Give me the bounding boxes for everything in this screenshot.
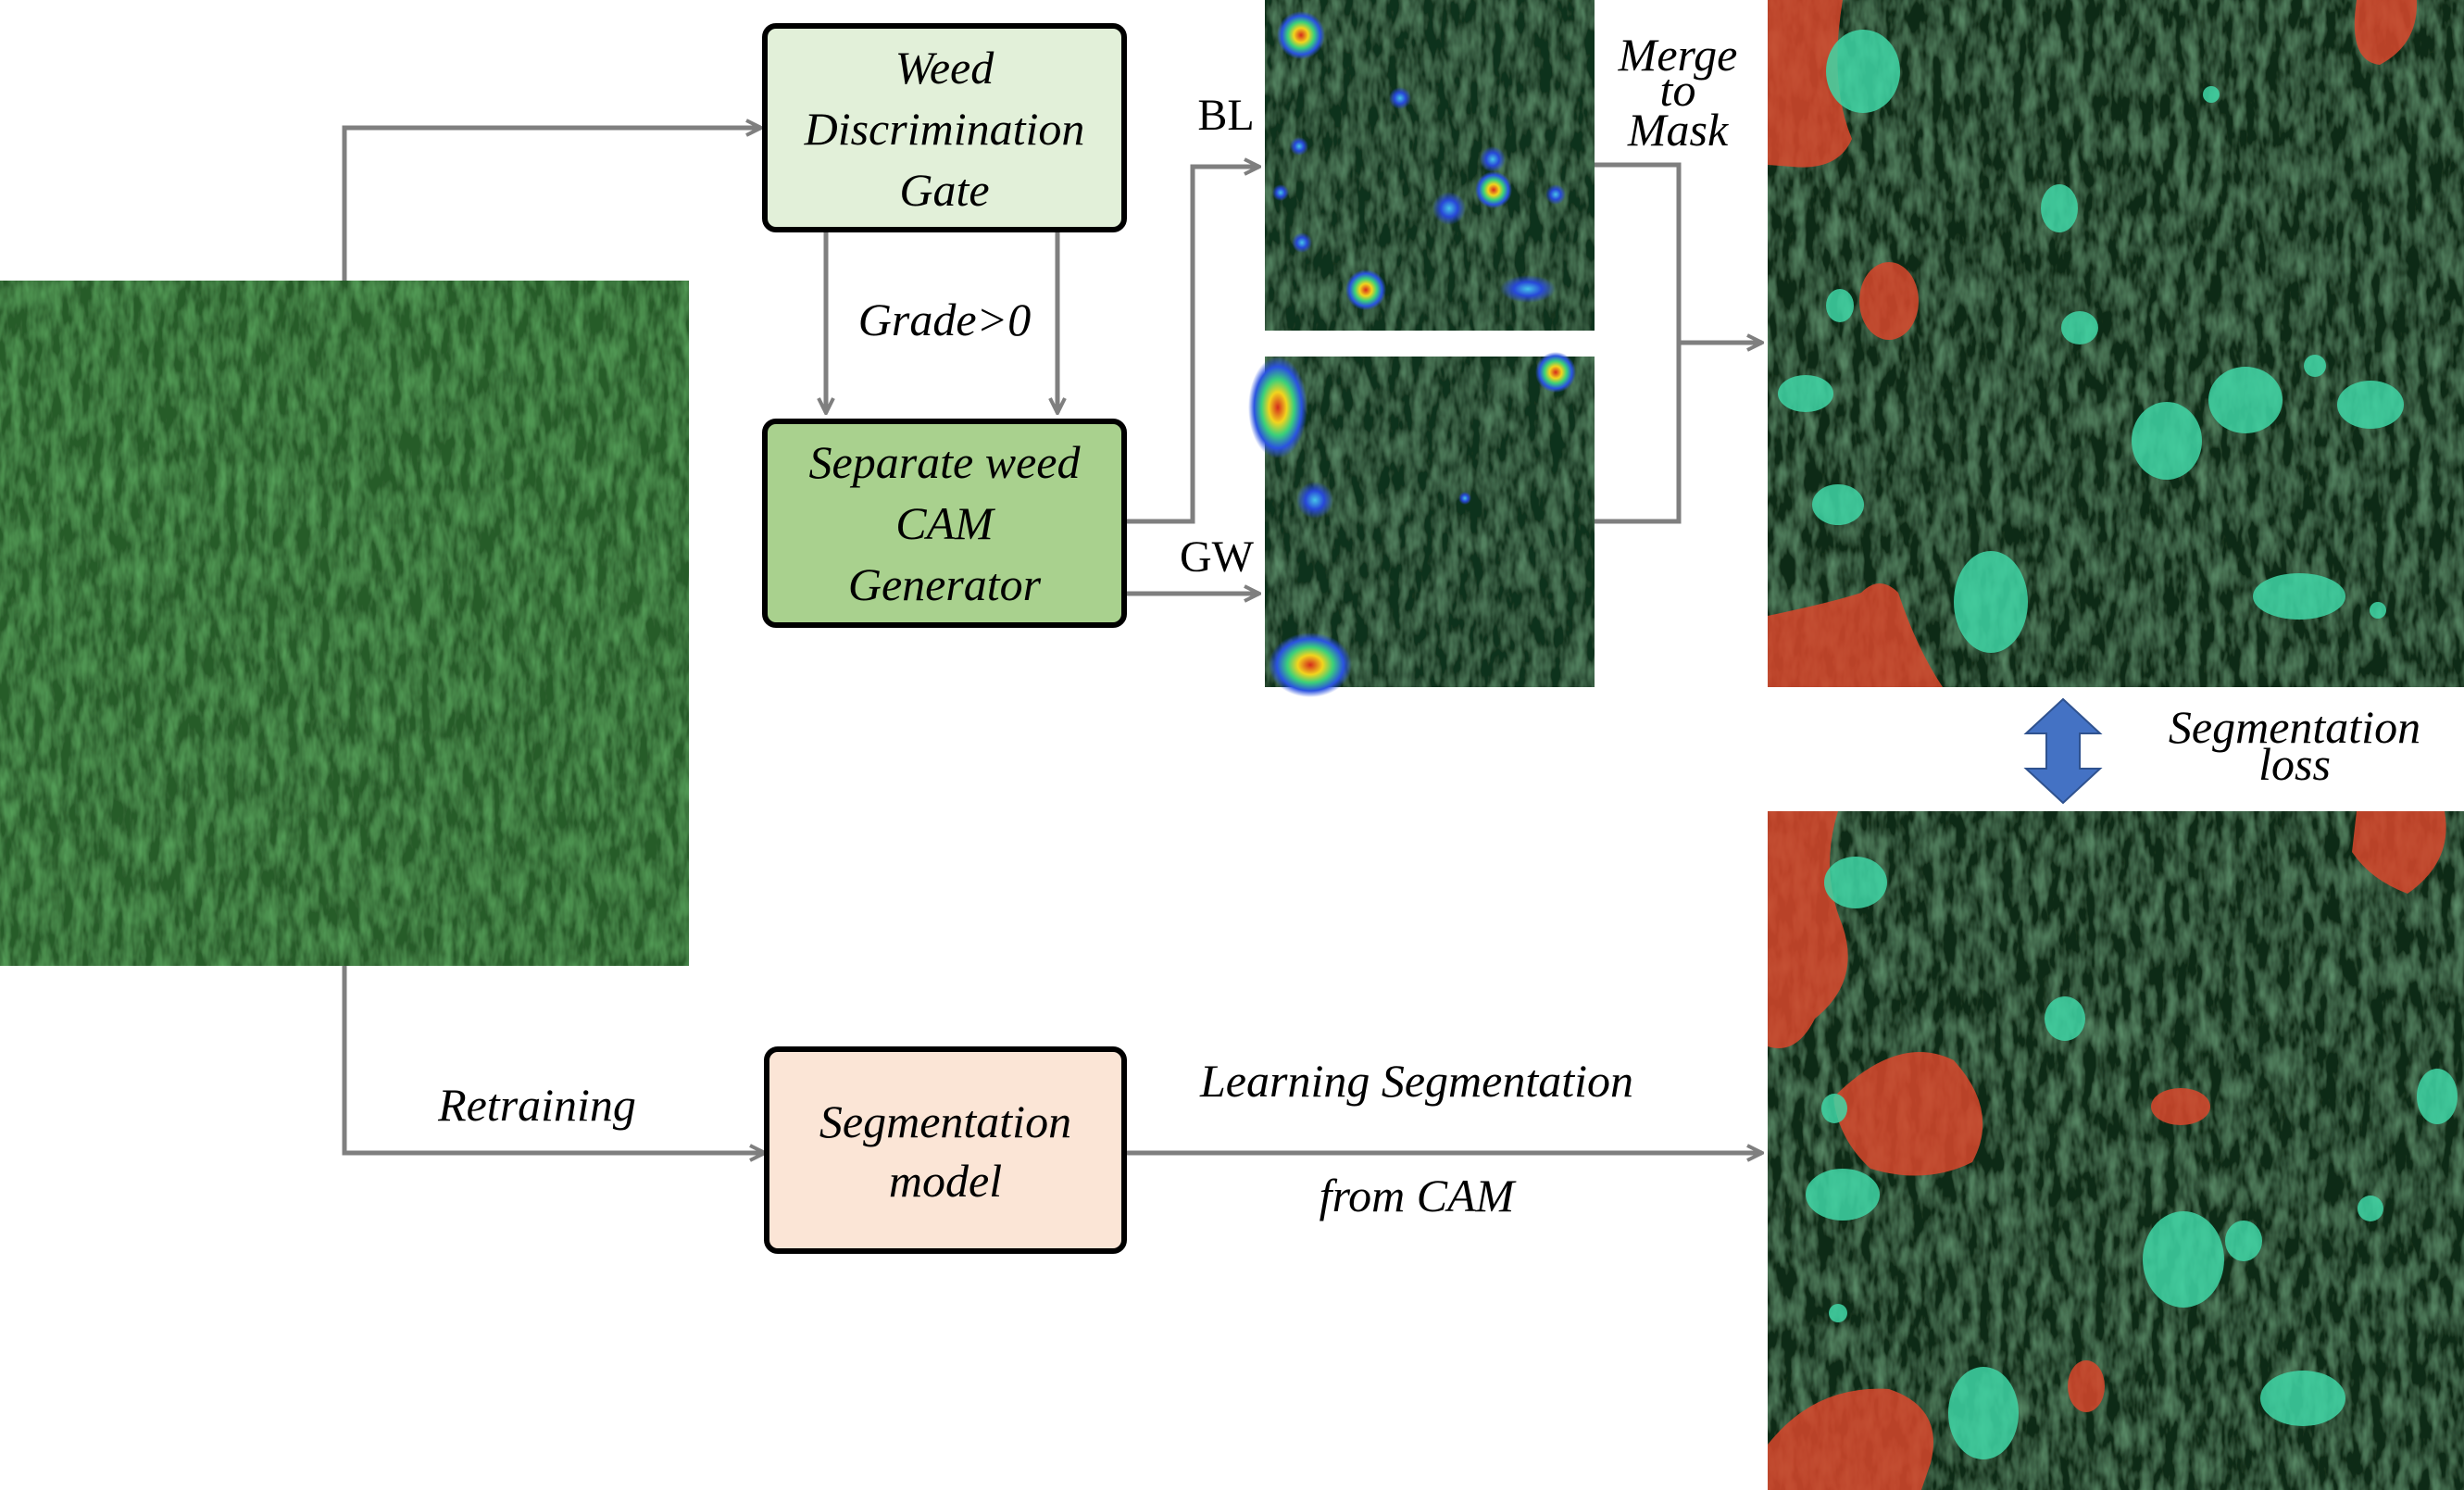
segmentation-output-image [1768, 811, 2464, 1490]
bl-hotspot [1292, 232, 1312, 253]
teal-weed-region [2203, 86, 2220, 103]
teal-weed-region [1829, 1304, 1847, 1322]
input-grass-base [0, 281, 689, 966]
bl-hotspot [1500, 275, 1556, 303]
pseudo-mask-image [1768, 0, 2464, 687]
grade-condition-label: Grade>0 [858, 294, 1032, 345]
bl-hotspot [1272, 184, 1289, 201]
teal-weed-region [1826, 30, 1900, 113]
bl-hotspot [1290, 137, 1308, 156]
bl-hotspot [1545, 184, 1566, 205]
gw-cam-heatmap [1248, 352, 1595, 697]
teal-weed-region [2225, 1221, 2262, 1261]
weed-discrimination-gate-box: Weed Discrimination Gate [762, 23, 1127, 232]
segmentation-model-rect [764, 1046, 1127, 1254]
teal-weed-region [1806, 1169, 1880, 1221]
segmentation-model-box: Segmentation model [764, 1046, 1127, 1254]
cam-generator-box: Separate weed CAM Generator [762, 419, 1127, 628]
bl-hotspot [1277, 11, 1325, 59]
gw-hotspot [1296, 482, 1333, 519]
bl-hotspot [1389, 87, 1411, 109]
bl-cam-heatmap [1265, 0, 1595, 331]
segmentation-loss-line-2: loss [2258, 738, 2331, 790]
red-weed-region [1768, 583, 1943, 687]
gate-box-rect [762, 23, 1127, 232]
gw-label: GW [1180, 532, 1255, 582]
teal-weed-region [2358, 1196, 2383, 1221]
red-weed-region [2352, 811, 2446, 894]
gw-hotspot [1248, 357, 1307, 458]
red-weed-region [1859, 262, 1919, 340]
teal-weed-region [1812, 484, 1864, 525]
pseudo-mask-base [1768, 0, 2464, 687]
teal-weed-region [2143, 1211, 2224, 1308]
from-cam-label: from CAM [1320, 1170, 1517, 1221]
gw-hotspot [1535, 352, 1576, 393]
red-weed-region [2151, 1088, 2210, 1125]
input-grass-image [0, 281, 689, 966]
bl-heatmap-base [1265, 0, 1595, 331]
teal-weed-region [2417, 1069, 2458, 1124]
teal-weed-region [1826, 289, 1854, 322]
bl-hotspot [1345, 269, 1386, 310]
input-grass-highlight [0, 281, 689, 966]
red-weed-region [2354, 0, 2418, 65]
gate-label-line-2: Discrimination [804, 103, 1085, 155]
arrow-input-to-gate [342, 128, 761, 281]
teal-weed-region [1954, 551, 2028, 653]
red-weed-region [1768, 1388, 1933, 1490]
learning-segmentation-label: Learning Segmentation [1199, 1055, 1633, 1107]
red-weed-region [1768, 0, 1852, 168]
segmentation-model-line-2: model [889, 1155, 1002, 1207]
cam-label-line-1: Separate weed [809, 436, 1082, 488]
merge-label-line-3: Mask [1627, 104, 1729, 156]
bl-hotspot [1480, 146, 1506, 172]
teal-weed-region [1778, 375, 1833, 412]
teal-weed-region [1824, 857, 1887, 908]
gw-hotspot [1458, 492, 1471, 505]
teal-weed-region [2260, 1371, 2345, 1426]
bl-hotspot [1475, 171, 1512, 208]
red-weed-region [1833, 1052, 1983, 1176]
arrow-cam-to-bl-map [1125, 167, 1259, 524]
segmentation-loss-line-1: Segmentation [2169, 701, 2420, 753]
double-arrow-icon [2023, 697, 2103, 805]
teal-weed-region [2208, 367, 2283, 433]
segmentation-model-line-1: Segmentation [819, 1096, 1071, 1147]
gate-label-line-1: Weed [895, 42, 994, 94]
line-bl-to-merge [1595, 162, 1682, 524]
gw-heatmap-base [1265, 357, 1595, 687]
teal-weed-region [1821, 1094, 1847, 1123]
bl-label: BL [1197, 91, 1254, 140]
merge-label-line-2: to [1660, 64, 1696, 116]
segmentation-loss-double-arrow [2023, 697, 2103, 805]
teal-weed-region [2041, 184, 2078, 232]
teal-weed-region [2337, 381, 2404, 429]
retraining-label: Retraining [437, 1079, 636, 1131]
gate-label-line-3: Gate [899, 164, 989, 216]
arrow-input-to-segmentation-model [342, 966, 765, 1153]
teal-weed-region [2253, 573, 2345, 620]
connectors [342, 128, 1762, 1153]
teal-weed-region [2304, 355, 2326, 377]
teal-weed-region [2132, 402, 2202, 480]
merge-label-line-1: Merge [1618, 29, 1738, 81]
teal-weed-region [2045, 996, 2085, 1041]
cam-label-line-3: Generator [848, 558, 1042, 610]
cam-label-line-2: CAM [895, 497, 995, 549]
cam-box-rect [762, 419, 1127, 628]
gw-hotspot [1269, 632, 1352, 697]
bl-hotspot [1432, 192, 1466, 225]
teal-weed-region [2370, 602, 2386, 619]
teal-weed-region [1948, 1367, 2019, 1459]
red-weed-region [2068, 1360, 2105, 1412]
teal-weed-region [2061, 311, 2098, 344]
